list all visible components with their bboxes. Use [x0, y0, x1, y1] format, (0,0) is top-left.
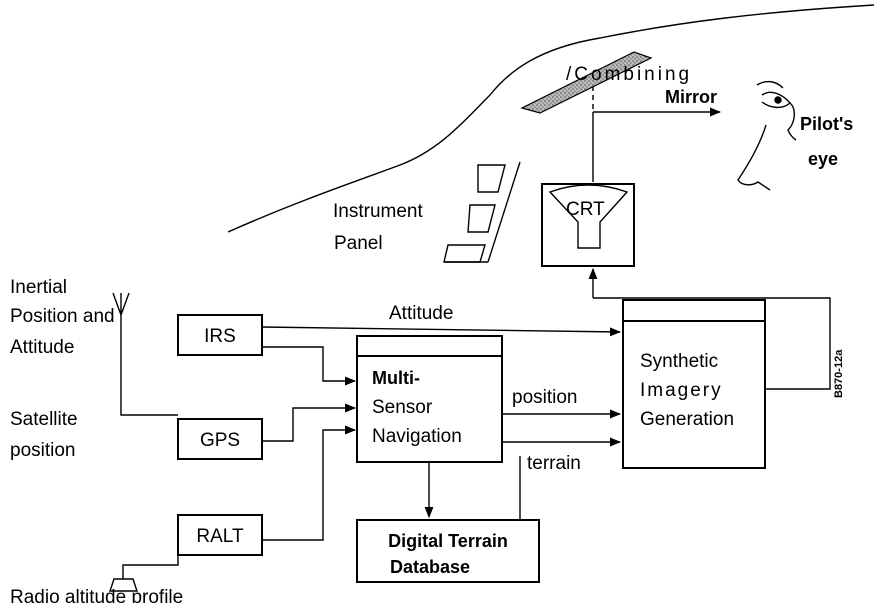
gps-antenna: [112, 292, 178, 416]
sig-block: [622, 299, 766, 469]
irs-label: IRS: [204, 326, 236, 347]
gps-block: [177, 418, 263, 460]
eye-label: eye: [808, 149, 838, 169]
attitude-source-label: Attitude: [10, 337, 74, 358]
panel-label: Panel: [334, 233, 383, 254]
canopy-outline: [227, 4, 874, 233]
dtd-block: [356, 519, 540, 583]
attitude-arrow: [261, 326, 622, 337]
sig-to-crt-arrow: [593, 269, 831, 390]
sig-line3: Generation: [640, 409, 734, 430]
sig-line2: Imagery: [640, 380, 723, 401]
combining-mirror: [520, 51, 653, 114]
crt-unit: [541, 183, 635, 267]
ralt-block: [177, 514, 263, 556]
pilot-eye-sketch: [737, 80, 797, 191]
figure-id-label: B870-12a: [833, 349, 845, 398]
dtd-line1: Digital Terrain: [388, 531, 508, 551]
radio-altitude-label: Radio altitude profile: [10, 587, 183, 603]
irs-to-msn-arrow: [262, 346, 357, 386]
irs-block: [177, 314, 263, 356]
gps-to-msn-arrow: [262, 403, 357, 442]
ralt-antenna: [109, 535, 179, 592]
instrument-label: Instrument: [333, 201, 423, 222]
satellite-label: Satellite: [10, 409, 78, 430]
msn-line3: Navigation: [372, 426, 462, 447]
ralt-to-msn-arrow: [262, 425, 357, 541]
satellite-position-label: position: [10, 440, 76, 461]
msn-line2: Sensor: [372, 397, 433, 418]
dtd-line2: Database: [390, 557, 470, 577]
instrument-panel-shape: [443, 161, 521, 263]
position-and-label: Position and: [10, 306, 115, 327]
sig-line1: Synthetic: [640, 351, 718, 372]
position-arrow-label: position: [512, 387, 578, 408]
msn-line1: Multi-: [372, 368, 420, 388]
crt-label: CRT: [566, 199, 605, 220]
pilots-label: Pilot's: [800, 114, 853, 134]
mirror-label: Mirror: [665, 87, 717, 107]
ralt-label: RALT: [196, 526, 244, 547]
attitude-arrow-label: Attitude: [389, 303, 453, 324]
gps-label: GPS: [200, 430, 240, 451]
inertial-label: Inertial: [10, 277, 67, 298]
terrain-arrow-label: terrain: [527, 453, 581, 474]
combining-label: /Combining: [566, 64, 692, 85]
